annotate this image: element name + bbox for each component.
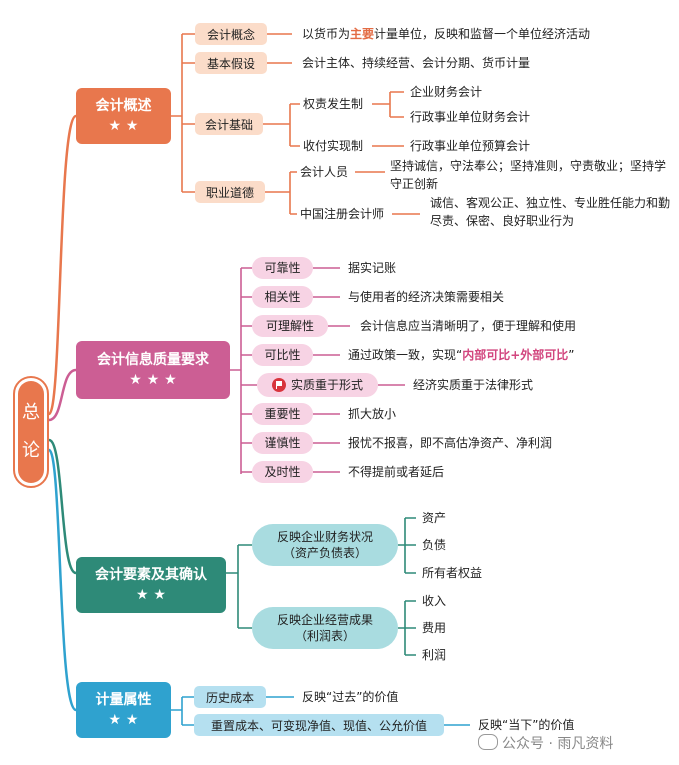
node-assumption-label: 基本假设 (206, 56, 255, 71)
concept-desc-highlight: 主要 (350, 27, 375, 41)
watermark-text: 公众号 · 雨凡资料 (502, 736, 614, 752)
accrual-item-2: 行政事业单位财务会计 (410, 110, 531, 124)
financial-position-line1: 反映企业财务状况 (276, 530, 373, 544)
quality-item-materiality-label: 重要性 (264, 407, 301, 421)
node-assumption[interactable]: 基本假设 (195, 52, 267, 74)
quality-desc-comparability: 通过政策一致，实现“内部可比+外部可比” (348, 348, 575, 363)
node-basis[interactable]: 会计基础 (195, 113, 263, 135)
comparability-desc-pre: 通过政策一致，实现“ (348, 348, 463, 362)
quality-desc-prudence: 报忧不报喜，即不高估净资产、净利润 (348, 436, 553, 450)
node-ethics-label: 职业道德 (205, 185, 254, 200)
quality-item-timeliness-label: 及时性 (264, 465, 301, 479)
node-financial-position[interactable]: 反映企业财务状况 （资产负债表） (252, 524, 398, 566)
branch-overview-stars: ★ ★ (108, 118, 139, 134)
quality-item-prudence[interactable]: 谨慎性 (252, 432, 313, 454)
current-values-desc: 反映“当下”的价值 (478, 718, 575, 732)
quality-desc-understandability: 会计信息应当清晰明了，便于理解和使用 (360, 319, 577, 333)
accrual-item-1: 企业财务会计 (410, 85, 483, 99)
node-historical-cost[interactable]: 历史成本 (194, 686, 266, 708)
flag-icon (271, 378, 286, 392)
quality-desc-substance: 经济实质重于法律形式 (413, 378, 534, 392)
root-char-2: 论 (22, 440, 40, 461)
historical-cost-label: 历史成本 (205, 690, 254, 705)
watermark: 公众号 · 雨凡资料 (478, 733, 613, 753)
ethics-cpa-label: 中国注册会计师 (300, 207, 385, 221)
historical-cost-desc: 反映“过去”的价值 (302, 690, 399, 704)
quality-item-prudence-label: 谨慎性 (264, 436, 301, 450)
node-concept-label: 会计概念 (206, 27, 255, 42)
root-char-1: 总 (22, 402, 40, 423)
quality-item-substance-label: 实质重于形式 (290, 378, 363, 392)
ethics-cpa-desc-1: 诚信、客观公正、独立性、专业胜任能力和勤 (430, 196, 671, 210)
branch-elements-title: 会计要素及其确认 (95, 567, 207, 583)
quality-desc-reliability: 据实记账 (348, 261, 397, 275)
branch-elements[interactable]: 会计要素及其确认 ★ ★ (76, 557, 226, 613)
branch-quality-stars: ★ ★ ★ (129, 372, 177, 388)
node-basis-label: 会计基础 (204, 117, 253, 132)
branch-quality-title: 会计信息质量要求 (97, 352, 209, 368)
quality-desc-relevance: 与使用者的经济决策需要相关 (348, 290, 505, 304)
accrual-label: 权责发生制 (303, 97, 364, 111)
quality-item-relevance-label: 相关性 (264, 290, 301, 304)
branch-overview[interactable]: 会计概述 ★ ★ (76, 88, 171, 144)
node-operating-results[interactable]: 反映企业经营成果 （利润表） (252, 607, 398, 649)
concept-desc-pre: 以货币为 (302, 27, 351, 41)
element-expenses: 费用 (422, 621, 447, 635)
quality-item-reliability[interactable]: 可靠性 (252, 257, 313, 279)
current-values-label: 重置成本、可变现净值、现值、公允价值 (210, 718, 427, 733)
operating-results-line2: （利润表） (294, 629, 355, 643)
branch-measurement-title: 计量属性 (95, 692, 152, 708)
financial-position-line2: （资产负债表） (282, 546, 367, 560)
element-assets: 资产 (422, 511, 447, 525)
node-concept[interactable]: 会计概念 (195, 23, 267, 45)
root-node[interactable]: 总 论 (13, 376, 49, 488)
ethics-accountant-desc-1: 坚持诚信，守法奉公；坚持准则，守责敬业；坚持学 (390, 159, 667, 173)
comparability-desc-highlight: 内部可比+外部可比 (462, 348, 569, 362)
quality-item-comparability-label: 可比性 (264, 348, 301, 362)
wechat-icon (478, 734, 498, 750)
element-liabilities: 负债 (422, 538, 447, 552)
quality-item-substance[interactable]: 实质重于形式 (257, 373, 378, 397)
branch-measurement-stars: ★ ★ (108, 712, 139, 728)
quality-item-comparability[interactable]: 可比性 (252, 344, 313, 366)
branch-quality[interactable]: 会计信息质量要求 ★ ★ ★ (76, 341, 230, 399)
comparability-desc-post: ” (568, 348, 575, 362)
operating-results-line1: 反映企业经营成果 (276, 613, 373, 627)
ethics-accountant-label: 会计人员 (300, 165, 349, 179)
quality-item-timeliness[interactable]: 及时性 (252, 461, 313, 483)
element-equity: 所有者权益 (422, 566, 483, 580)
node-current-values[interactable]: 重置成本、可变现净值、现值、公允价值 (194, 714, 444, 736)
concept-desc: 以货币为主要计量单位，反映和监督一个单位经济活动 (302, 27, 590, 42)
branch-elements-stars: ★ ★ (136, 587, 166, 603)
node-ethics[interactable]: 职业道德 (195, 181, 265, 203)
quality-item-understandability[interactable]: 可理解性 (252, 315, 328, 337)
element-revenue: 收入 (422, 594, 447, 608)
branch-overview-title: 会计概述 (95, 98, 152, 114)
ethics-cpa-desc-2: 尽责、保密、良好职业行为 (430, 214, 575, 228)
quality-desc-materiality: 抓大放小 (348, 407, 397, 421)
cash-label: 收付实现制 (303, 139, 364, 153)
quality-item-understandability-label: 可理解性 (265, 319, 314, 333)
cash-item-1: 行政事业单位预算会计 (410, 139, 531, 153)
quality-desc-timeliness: 不得提前或者延后 (348, 465, 445, 479)
ethics-accountant-desc-2: 守正创新 (390, 177, 439, 191)
assumption-desc: 会计主体、持续经营、会计分期、货币计量 (302, 56, 531, 70)
quality-item-materiality[interactable]: 重要性 (252, 403, 313, 425)
quality-item-relevance[interactable]: 相关性 (252, 286, 313, 308)
quality-item-reliability-label: 可靠性 (264, 261, 301, 275)
element-profit: 利润 (422, 648, 447, 662)
branch-measurement[interactable]: 计量属性 ★ ★ (76, 682, 171, 738)
concept-desc-post: 计量单位，反映和监督一个单位经济活动 (374, 27, 591, 41)
